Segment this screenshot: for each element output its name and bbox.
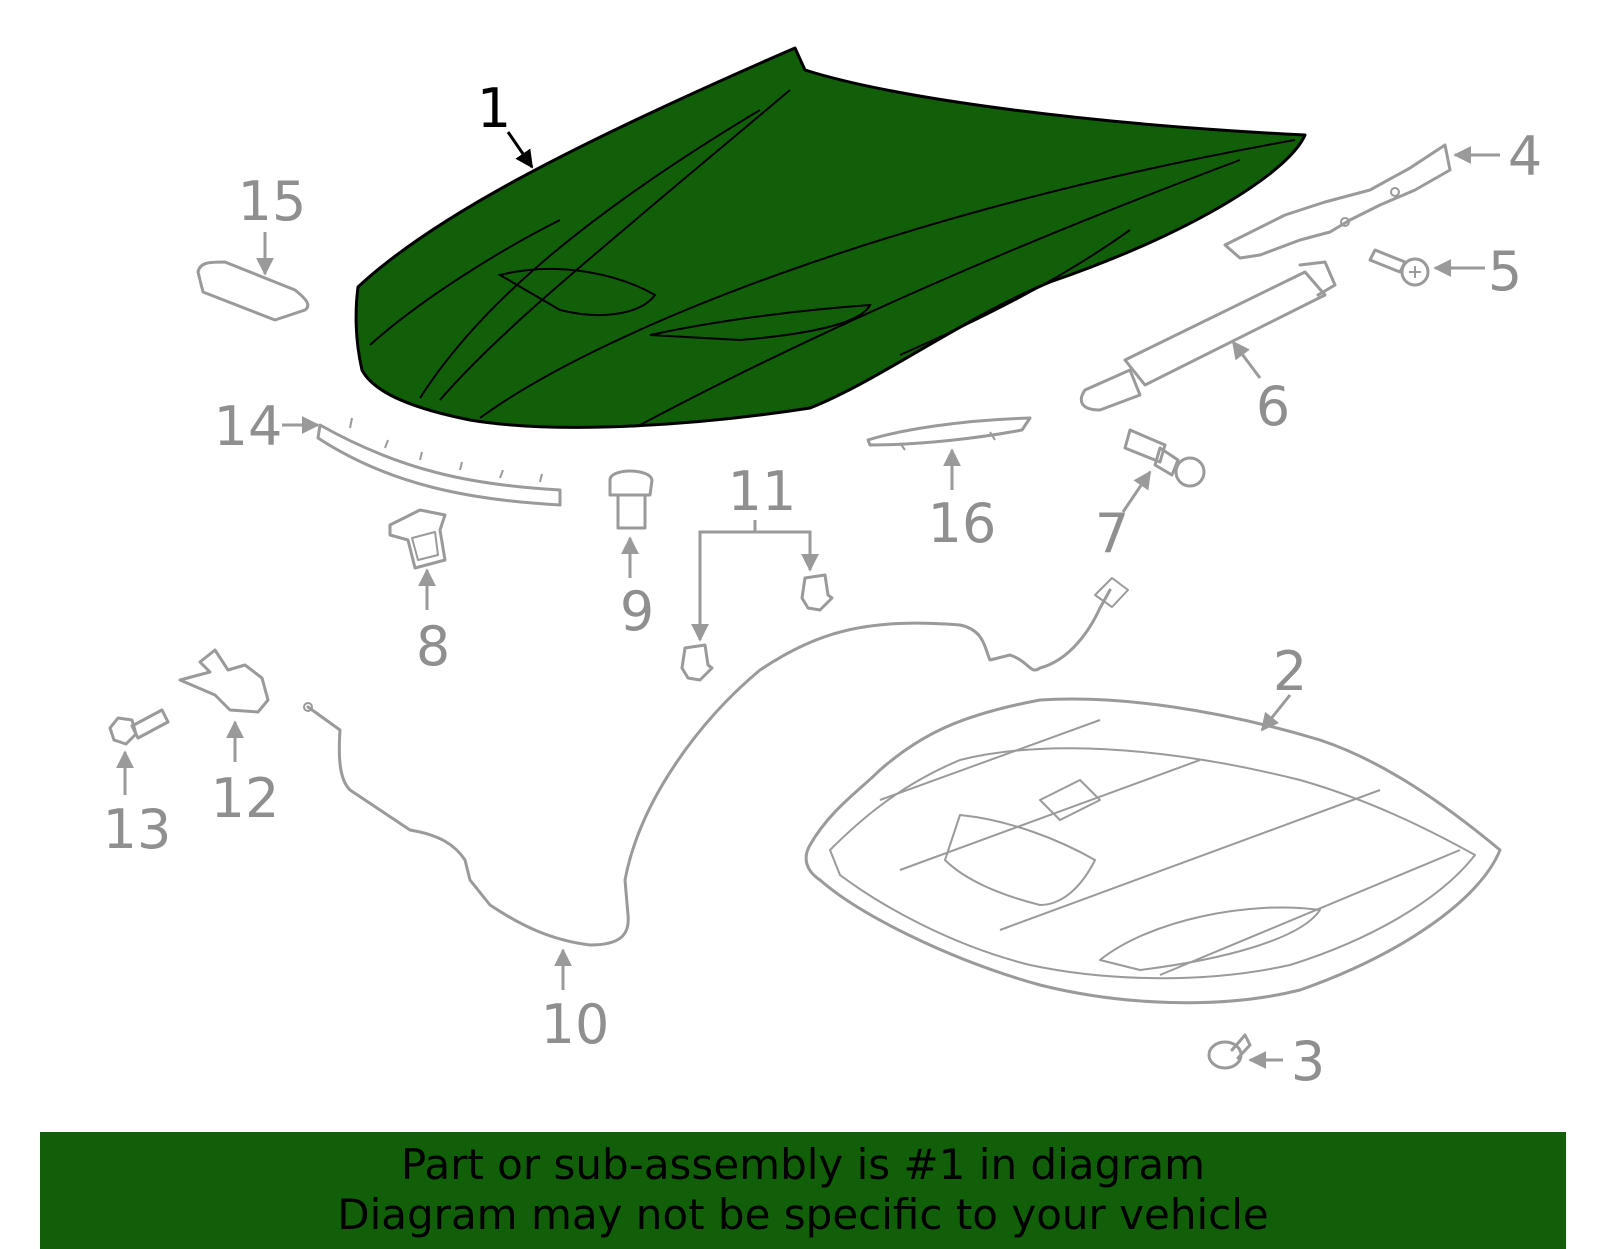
bumper-stop-part[interactable] — [608, 469, 654, 530]
callout-14: 14 — [214, 395, 283, 458]
callout-4: 4 — [1508, 125, 1542, 188]
parts-diagram: 2 3 4 5 6 7 8 — [103, 46, 1542, 1093]
banner-line-2: Diagram may not be specific to your vehi… — [337, 1190, 1269, 1239]
gas-strut-part[interactable] — [1079, 260, 1337, 412]
info-banner: Part or sub-assembly is #1 in diagram Di… — [40, 1132, 1566, 1249]
callout-3: 3 — [1291, 1030, 1325, 1093]
hood-part[interactable] — [354, 46, 1307, 429]
callout-7: 7 — [1095, 502, 1129, 565]
bolt-13-part[interactable] — [108, 708, 170, 746]
banner-line-1: Part or sub-assembly is #1 in diagram — [400, 1140, 1206, 1189]
callout-2: 2 — [1273, 640, 1307, 703]
bolt-5-part[interactable] — [1368, 248, 1430, 287]
callout-12: 12 — [211, 767, 280, 830]
latch-part[interactable] — [178, 648, 270, 714]
hinge-bracket-part[interactable] — [1223, 143, 1452, 260]
callout-5: 5 — [1488, 240, 1522, 303]
cover-part[interactable] — [866, 416, 1032, 451]
release-cable-part[interactable] — [303, 577, 1129, 947]
callout-13: 13 — [103, 798, 172, 861]
bracket-8-part[interactable] — [388, 508, 447, 570]
clip-11-part[interactable] — [680, 573, 834, 682]
callout-16: 16 — [928, 492, 997, 555]
callout-8: 8 — [416, 615, 450, 678]
callout-1: 1 — [477, 77, 511, 140]
ball-stud-part[interactable] — [1123, 428, 1206, 488]
pad-part[interactable] — [196, 260, 310, 322]
callout-11: 11 — [728, 460, 797, 523]
hood-insulator-part[interactable] — [804, 697, 1502, 1005]
seal-strip-part[interactable] — [316, 417, 562, 507]
callout-10: 10 — [541, 993, 610, 1056]
callout-9: 9 — [620, 580, 654, 643]
callout-6: 6 — [1256, 375, 1290, 438]
callout-15: 15 — [238, 170, 307, 233]
clip-3-part[interactable] — [1207, 1033, 1252, 1070]
